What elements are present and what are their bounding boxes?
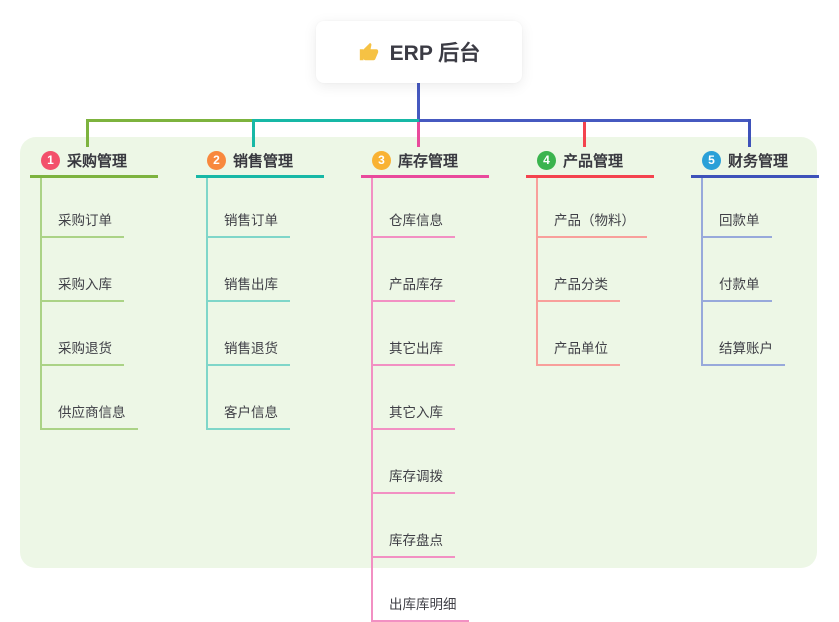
child-node[interactable]: 结算账户 [703, 302, 785, 366]
branch-number-badge: 2 [207, 150, 226, 170]
branch-header-2[interactable]: 2 销售管理 [196, 145, 324, 178]
branch-drop-line-3 [417, 122, 420, 147]
child-node[interactable]: 库存调拨 [373, 430, 455, 494]
thumbs-up-icon [358, 41, 380, 63]
branch-finance: 5 财务管理 回款单 付款单 结算账户 [691, 145, 819, 366]
branch-label: 采购管理 [67, 152, 128, 170]
child-node[interactable]: 采购入库 [42, 238, 124, 302]
child-node[interactable]: 产品库存 [373, 238, 455, 302]
root-title: ERP 后台 [389, 42, 481, 65]
connector-segment-2 [254, 119, 419, 122]
branch-header-5[interactable]: 5 财务管理 [691, 145, 819, 178]
branch-number-badge: 5 [702, 150, 721, 170]
branch-children: 回款单 付款单 结算账户 [701, 178, 785, 366]
child-node[interactable]: 采购退货 [42, 302, 124, 366]
branch-drop-line-1 [86, 119, 89, 147]
branch-label: 财务管理 [728, 152, 789, 170]
branch-drop-line-4 [583, 122, 586, 147]
branch-children: 产品（物料） 产品分类 产品单位 [536, 178, 647, 366]
child-node[interactable]: 销售订单 [208, 178, 290, 238]
child-node[interactable]: 销售退货 [208, 302, 290, 366]
branch-drop-line-5 [748, 119, 751, 147]
branch-label: 产品管理 [563, 152, 624, 170]
child-node[interactable]: 仓库信息 [373, 178, 455, 238]
branch-inventory: 3 库存管理 仓库信息 产品库存 其它出库 其它入库 库存调拨 库存盘点 出库库… [361, 145, 489, 622]
branch-sales: 2 销售管理 销售订单 销售出库 销售退货 客户信息 [196, 145, 324, 430]
child-node[interactable]: 产品单位 [538, 302, 620, 366]
child-node[interactable]: 付款单 [703, 238, 772, 302]
branch-header-4[interactable]: 4 产品管理 [526, 145, 654, 178]
branches-panel [20, 137, 817, 568]
child-node[interactable]: 产品分类 [538, 238, 620, 302]
child-node[interactable]: 回款单 [703, 178, 772, 238]
root-connector-line [417, 83, 420, 122]
mindmap-canvas: ERP 后台 1 采购管理 采购订单 采购入库 采购退货 供应商信息 2 销售管… [20, 21, 819, 622]
child-node[interactable]: 供应商信息 [42, 366, 138, 430]
branch-number-badge: 3 [372, 150, 391, 170]
child-node[interactable]: 其它入库 [373, 366, 455, 430]
branch-children: 采购订单 采购入库 采购退货 供应商信息 [40, 178, 138, 430]
branch-header-3[interactable]: 3 库存管理 [361, 145, 489, 178]
branch-label: 库存管理 [398, 152, 459, 170]
branch-children: 销售订单 销售出库 销售退货 客户信息 [206, 178, 290, 430]
branch-header-1[interactable]: 1 采购管理 [30, 145, 158, 178]
child-node[interactable]: 出库库明细 [373, 558, 469, 622]
child-node[interactable]: 销售出库 [208, 238, 290, 302]
child-node[interactable]: 采购订单 [42, 178, 124, 238]
branch-children: 仓库信息 产品库存 其它出库 其它入库 库存调拨 库存盘点 出库库明细 [371, 178, 469, 622]
connector-segment-3 [419, 119, 751, 122]
branch-label: 销售管理 [233, 152, 294, 170]
root-node[interactable]: ERP 后台 [316, 21, 522, 83]
branch-number-badge: 4 [537, 150, 556, 170]
branch-procurement: 1 采购管理 采购订单 采购入库 采购退货 供应商信息 [30, 145, 158, 430]
child-node[interactable]: 库存盘点 [373, 494, 455, 558]
branch-drop-line-2 [252, 119, 255, 147]
branch-product: 4 产品管理 产品（物料） 产品分类 产品单位 [526, 145, 654, 366]
child-node[interactable]: 客户信息 [208, 366, 290, 430]
branch-number-badge: 1 [41, 150, 60, 170]
child-node[interactable]: 产品（物料） [538, 178, 647, 238]
child-node[interactable]: 其它出库 [373, 302, 455, 366]
connector-segment-1 [86, 119, 254, 122]
